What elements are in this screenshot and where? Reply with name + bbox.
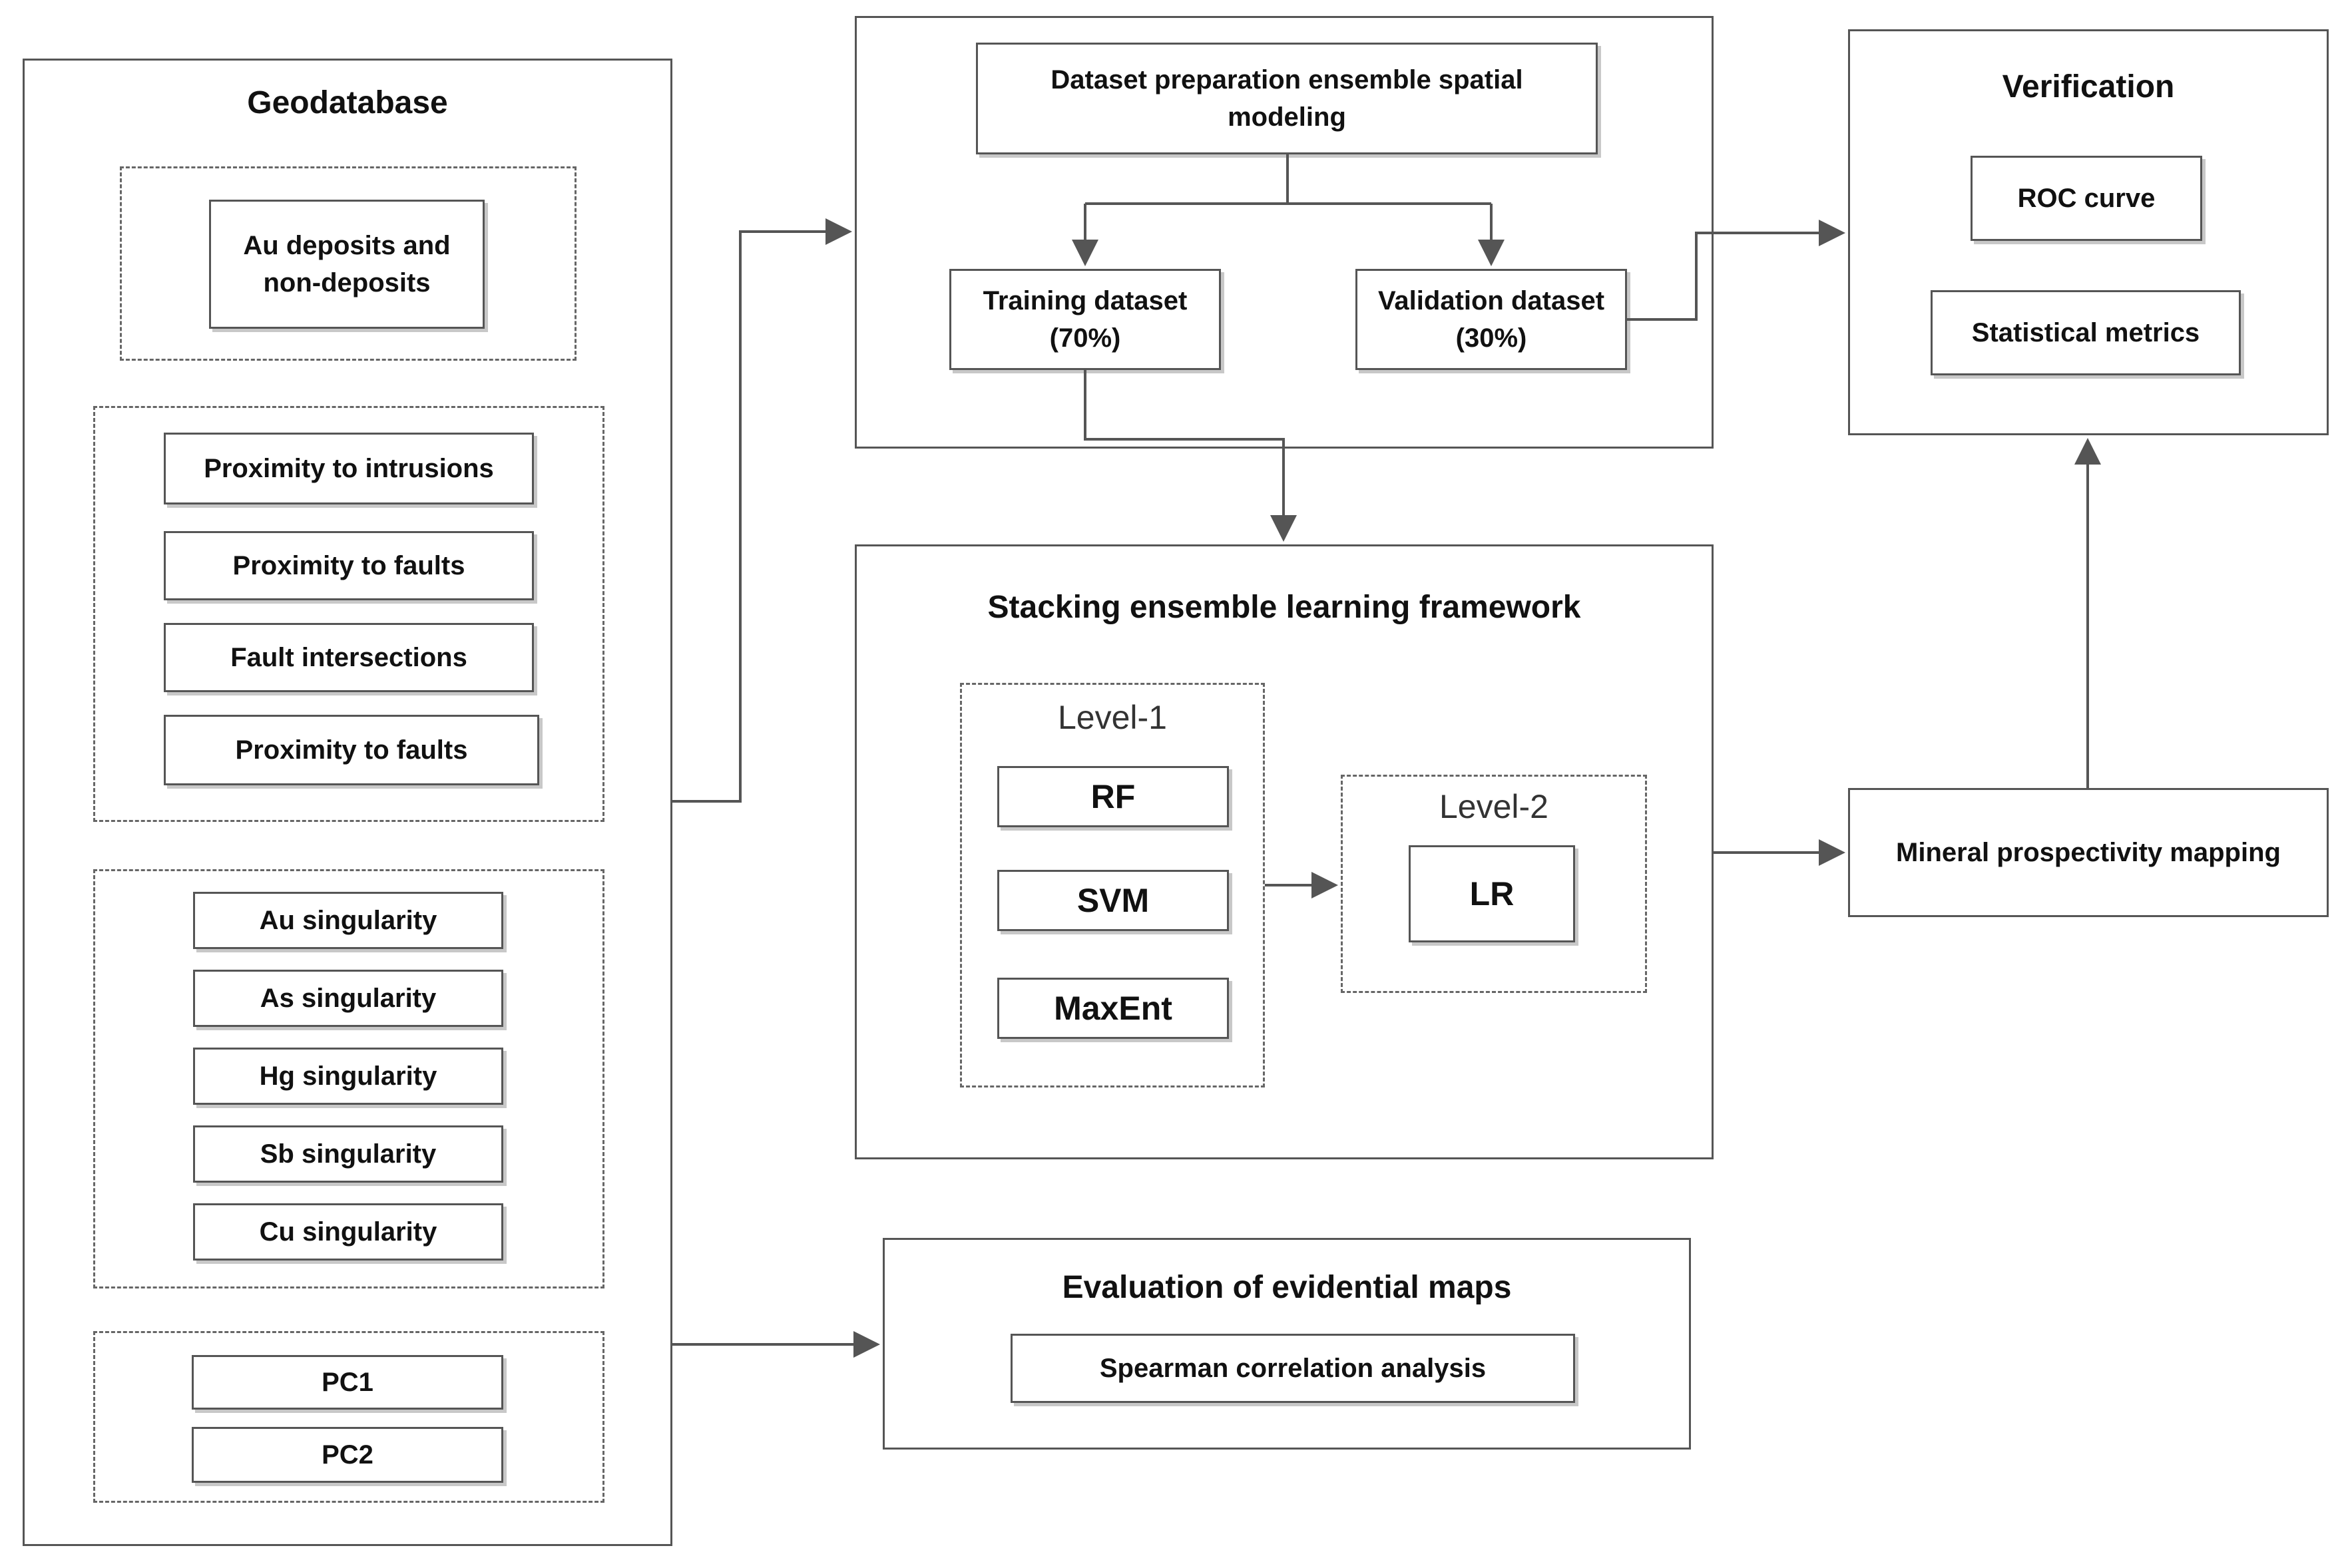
svm-label: SVM [1076,882,1150,919]
deposits-group [120,166,577,361]
verification-title: Verification [2002,69,2175,104]
metrics-box: Statistical metrics [1931,290,2241,375]
lr-label: LR [1469,875,1515,912]
training-label: Training dataset (70%) [983,286,1188,353]
singularity-label-2: As singularity [260,984,437,1013]
mpm-label: Mineral prospectivity mapping [1896,838,2281,867]
validation-label: Validation dataset (30%) [1377,286,1605,353]
singularity-label-3: Hg singularity [259,1062,437,1091]
singularity-box-2: As singularity [193,970,503,1027]
singularity-label-1: Au singularity [259,906,437,935]
dataset-title: Dataset preparation ensemble spatial mod… [1051,65,1523,132]
pc1-label: PC1 [322,1368,373,1397]
structural-label-3: Fault intersections [230,643,467,672]
svm-box: SVM [997,870,1229,931]
level1-group: Level-1 [960,683,1265,1087]
structural-label-2: Proximity to faults [232,551,465,580]
singularity-box-3: Hg singularity [193,1048,503,1105]
roc-box: ROC curve [1971,156,2202,241]
validation-box: Validation dataset (30%) [1355,269,1627,370]
singularity-label-4: Sb singularity [260,1139,437,1169]
level1-label: Level-1 [1058,699,1167,736]
singularity-group [93,869,604,1288]
rf-box: RF [997,766,1229,827]
deposits-box: Au deposits and non-deposits [209,200,485,329]
stacking-title: Stacking ensemble learning framework [987,590,1581,625]
level2-label: Level-2 [1439,788,1548,825]
training-box: Training dataset (70%) [949,269,1221,370]
metrics-label: Statistical metrics [1971,318,2200,347]
pc2-box: PC2 [192,1427,503,1483]
structural-label-4: Proximity to faults [235,735,468,765]
structural-box-3: Fault intersections [164,623,534,692]
pc2-label: PC2 [322,1440,373,1470]
structural-box-4: Proximity to faults [164,715,539,785]
spearman-label: Spearman correlation analysis [1099,1354,1487,1383]
pc1-box: PC1 [192,1355,503,1410]
maxent-box: MaxEnt [997,978,1229,1039]
deposits-label: Au deposits and non-deposits [243,231,451,297]
mpm-box: Mineral prospectivity mapping [1848,788,2329,917]
evaluation-title: Evaluation of evidential maps [1062,1270,1512,1305]
singularity-box-5: Cu singularity [193,1203,503,1261]
roc-label: ROC curve [2017,184,2156,213]
arrow-geodatabase-to-dataset [672,218,852,803]
structural-box-1: Proximity to intrusions [164,433,534,504]
geodatabase-title: Geodatabase [247,85,448,120]
level2-group: Level-2 [1341,775,1647,993]
structural-group [93,406,604,822]
spearman-box: Spearman correlation analysis [1011,1334,1575,1403]
dataset-title-box: Dataset preparation ensemble spatial mod… [976,43,1598,154]
singularity-label-5: Cu singularity [259,1217,437,1247]
structural-label-1: Proximity to intrusions [204,454,494,483]
singularity-box-1: Au singularity [193,892,503,949]
singularity-box-4: Sb singularity [193,1125,503,1183]
pc-group [93,1331,604,1503]
rf-label: RF [1090,778,1136,815]
maxent-label: MaxEnt [1054,990,1172,1027]
structural-box-2: Proximity to faults [164,531,534,600]
lr-box: LR [1409,845,1575,942]
